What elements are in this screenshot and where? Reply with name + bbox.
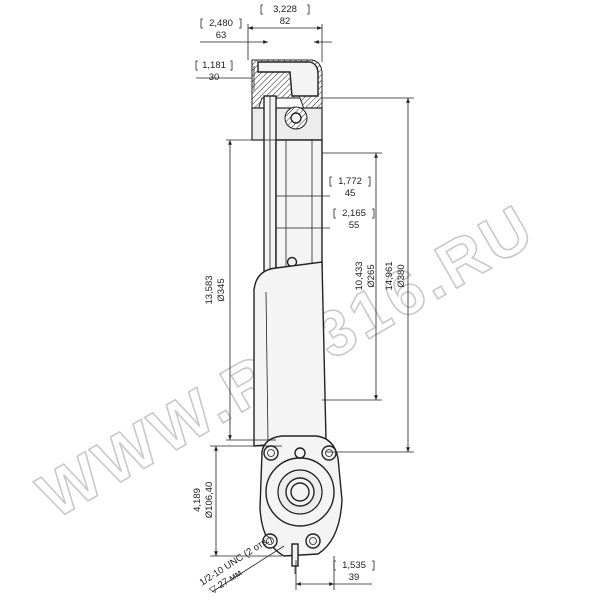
part-body bbox=[251, 59, 343, 574]
dim-d345-inch: 13,583 bbox=[204, 275, 215, 304]
dim-flange-inch: 1,181 bbox=[202, 60, 226, 71]
dim-bottom-mm: 39 bbox=[349, 572, 360, 583]
dim-top-width-mm: 82 bbox=[280, 16, 291, 27]
dim-hub-inch: 4,189 bbox=[192, 488, 203, 512]
dim-top-left-mm: 63 bbox=[216, 30, 227, 41]
dim-top-width-inch: 3,228 bbox=[273, 4, 297, 15]
dim-top-left-inch: 2,480 bbox=[209, 18, 233, 29]
dim-d55-inch: 2,165 bbox=[342, 208, 366, 219]
dimension-lines bbox=[196, 24, 414, 593]
dim-flange-mm: 30 bbox=[209, 72, 220, 83]
dim-hub-mm: Ø106,40 bbox=[204, 482, 215, 518]
dim-d265-inch: 10,433 bbox=[354, 261, 365, 290]
dim-d380-mm: Ø380 bbox=[396, 264, 407, 287]
dim-d45-mm: 45 bbox=[345, 188, 356, 199]
dim-d45-inch: 1,772 bbox=[338, 176, 362, 187]
dim-bottom-inch: 1,535 bbox=[342, 560, 366, 571]
dim-d265-mm: Ø265 bbox=[366, 264, 377, 287]
bracket-marks bbox=[195, 4, 375, 571]
dim-d380-inch: 14,961 bbox=[384, 261, 395, 290]
dim-d55-mm: 55 bbox=[349, 220, 360, 231]
dim-d345-mm: Ø345 bbox=[216, 278, 227, 301]
